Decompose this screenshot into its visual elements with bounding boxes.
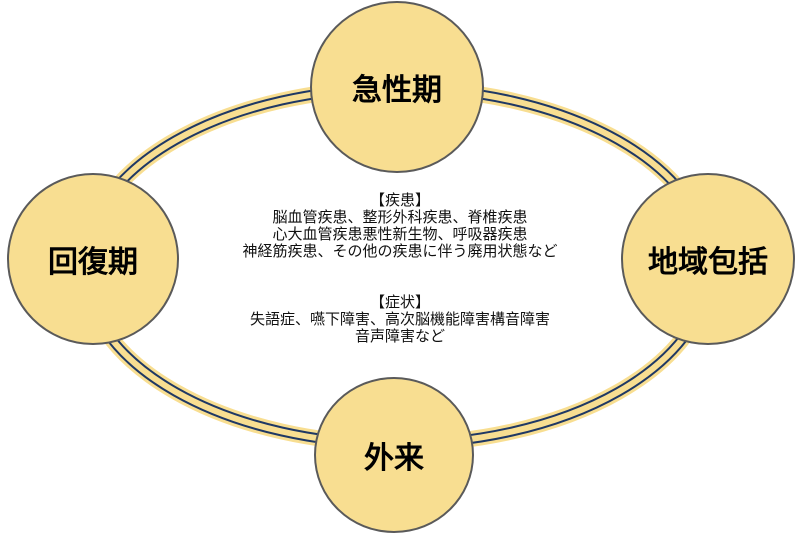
diseases-heading: 【疾患】	[369, 191, 430, 209]
phase-community: 地域包括	[621, 173, 795, 345]
disease-line: 心大血管疾患悪性新生物、呼吸器疾患	[272, 225, 528, 243]
phase-recovery: 回復期	[7, 173, 179, 345]
disease-line: 脳血管疾患、整形外科疾患、脊椎疾患	[272, 208, 528, 226]
phase-outpatient: 外来	[314, 377, 474, 533]
disease-line: 神経筋疾患、その他の疾患に伴う廃用状態など	[242, 242, 558, 260]
symptom-line: 音声障害など	[354, 327, 445, 345]
symptoms-block: 【症状】 失語症、嚥下障害、高次脳機能障害構音障害 音声障害など	[150, 294, 650, 345]
symptom-line: 失語症、嚥下障害、高次脳機能障害構音障害	[249, 310, 550, 328]
symptoms-heading: 【症状】	[369, 293, 430, 311]
phase-acute: 急性期	[310, 1, 484, 173]
diseases-block: 【疾患】 脳血管疾患、整形外科疾患、脊椎疾患 心大血管疾患悪性新生物、呼吸器疾患…	[150, 192, 650, 260]
